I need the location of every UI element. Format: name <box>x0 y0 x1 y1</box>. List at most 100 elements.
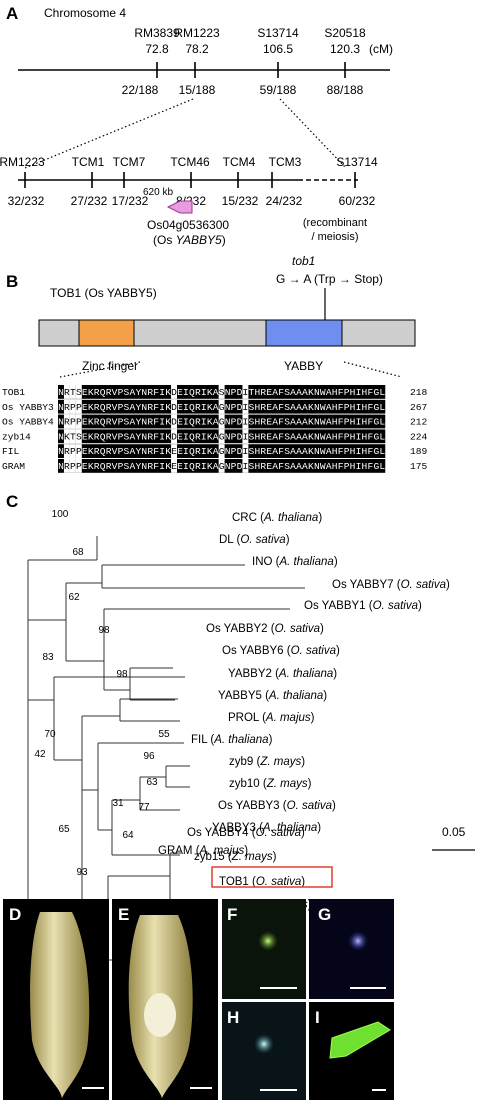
alignment-residue: N <box>141 446 147 457</box>
alignment-residue: E <box>177 431 183 442</box>
alignment-seq-length: 224 <box>410 431 428 442</box>
panel-g: G <box>309 899 394 999</box>
bootstrap-value: 42 <box>34 749 46 760</box>
alignment-residue: A <box>129 431 135 442</box>
alignment-residue: L <box>379 387 385 398</box>
alignment-residue: L <box>379 417 385 428</box>
alignment-residue: K <box>308 461 314 472</box>
alignment-residue: S <box>248 402 254 413</box>
alignment-seq-name: GRAM <box>2 461 25 472</box>
alignment-gap-cell <box>69 429 76 444</box>
alignment-residue: Q <box>189 461 195 472</box>
cm-unit: (cM) <box>369 42 393 56</box>
alignment-residue: S <box>219 387 225 398</box>
alignment-residue: I <box>356 387 362 398</box>
zinc-finger-label: Zinc finger <box>82 359 138 373</box>
alignment-residue: I <box>243 446 249 457</box>
alignment-seq-length: 212 <box>410 417 428 428</box>
alignment-residue: R <box>94 387 100 398</box>
panel-f-letter: F <box>227 905 237 924</box>
tree-leaf-label: Os YABBY4 (O. sativa) <box>187 827 305 839</box>
alignment-residue: A <box>326 431 332 442</box>
alignment-residue: N <box>58 387 64 398</box>
alignment-residue: Q <box>100 387 106 398</box>
alignment-residue: I <box>159 387 165 398</box>
alignment-residue: P <box>70 402 76 413</box>
alignment-residue: P <box>231 417 237 428</box>
alignment-residue: I <box>243 431 249 442</box>
alignment-residue: A <box>290 402 296 413</box>
alignment-residue: F <box>153 387 159 398</box>
alignment-residue: K <box>165 461 171 472</box>
alignment-residue: A <box>213 431 219 442</box>
alignment-residue: R <box>94 446 100 457</box>
upper-marker-name: S20518 <box>324 26 366 40</box>
tree-leaf-label: YABBY3 (A. thaliana) <box>212 822 321 834</box>
alignment-residue: H <box>332 461 338 472</box>
alignment-residue: Y <box>135 402 141 413</box>
alignment-residue: W <box>320 461 326 472</box>
alignment-residue: P <box>118 446 124 457</box>
alignment-residue: K <box>88 431 94 442</box>
alignment-residue: H <box>254 417 260 428</box>
alignment-residue: F <box>338 431 344 442</box>
alignment-residue: P <box>344 446 350 457</box>
alignment-residue: N <box>225 417 231 428</box>
alignment-residue: E <box>82 402 88 413</box>
alignment-residue: P <box>76 461 82 472</box>
alignment-gap-cell <box>75 444 82 458</box>
alignment-residue: L <box>379 431 385 442</box>
alignment-residue: K <box>165 402 171 413</box>
alignment-seq-name: zyb14 <box>2 431 31 442</box>
alignment-gap-cell <box>242 414 249 429</box>
alignment-residue: K <box>88 461 94 472</box>
alignment-residue: R <box>147 431 153 442</box>
alignment-residue: D <box>171 431 177 442</box>
alignment-residue: A <box>213 417 219 428</box>
alignment-residue: R <box>147 402 153 413</box>
tree-leaf-label: TOB1 (O. sativa) <box>219 876 305 888</box>
alignment-residue: A <box>272 402 278 413</box>
alignment-residue: E <box>177 461 183 472</box>
alignment-residue: H <box>362 461 368 472</box>
alignment-residue: H <box>350 417 356 428</box>
bootstrap-value: 98 <box>116 669 128 680</box>
alignment-residue: E <box>266 387 272 398</box>
alignment-residue: F <box>367 387 373 398</box>
alignment-residue: R <box>260 431 266 442</box>
tree-leaf-label: Os YABBY2 (O. sativa) <box>206 623 324 635</box>
alignment-residue: I <box>356 417 362 428</box>
panel-f: F <box>222 899 306 999</box>
alignment-residue: N <box>58 402 64 413</box>
alignment-residue: I <box>159 461 165 472</box>
alignment-residue: G <box>219 446 225 457</box>
alignment-residue: F <box>367 417 373 428</box>
alignment-residue: P <box>344 402 350 413</box>
bootstrap-value: 100 <box>52 509 69 520</box>
alignment-residue: A <box>302 387 308 398</box>
alignment-residue: P <box>231 461 237 472</box>
alignment-residue: P <box>231 387 237 398</box>
alignment-residue: A <box>296 387 302 398</box>
alignment-residue: I <box>201 417 207 428</box>
alignment-residue: A <box>272 431 278 442</box>
tree-leaf-label: CRC (A. thaliana) <box>232 512 322 524</box>
alignment-residue: H <box>362 417 368 428</box>
alignment-residue: D <box>237 387 243 398</box>
alignment-residue: P <box>118 431 124 442</box>
phylogenetic-tree <box>27 536 305 1000</box>
alignment-residue: E <box>171 461 177 472</box>
alignment-residue: A <box>129 461 135 472</box>
upper-marker-name: RM1223 <box>174 26 220 40</box>
upper-marker-name: RM3839 <box>134 26 180 40</box>
alignment-residue: P <box>344 417 350 428</box>
alignment-residue: I <box>201 431 207 442</box>
alignment-residue: G <box>219 461 225 472</box>
alignment-residue: N <box>141 387 147 398</box>
alignment-gap-cell <box>63 459 70 473</box>
alignment-residue: F <box>338 417 344 428</box>
panel-h-letter: H <box>227 1008 239 1027</box>
alignment-residue: E <box>82 446 88 457</box>
alignment-residue: N <box>58 446 64 457</box>
alignment-residue: F <box>153 402 159 413</box>
